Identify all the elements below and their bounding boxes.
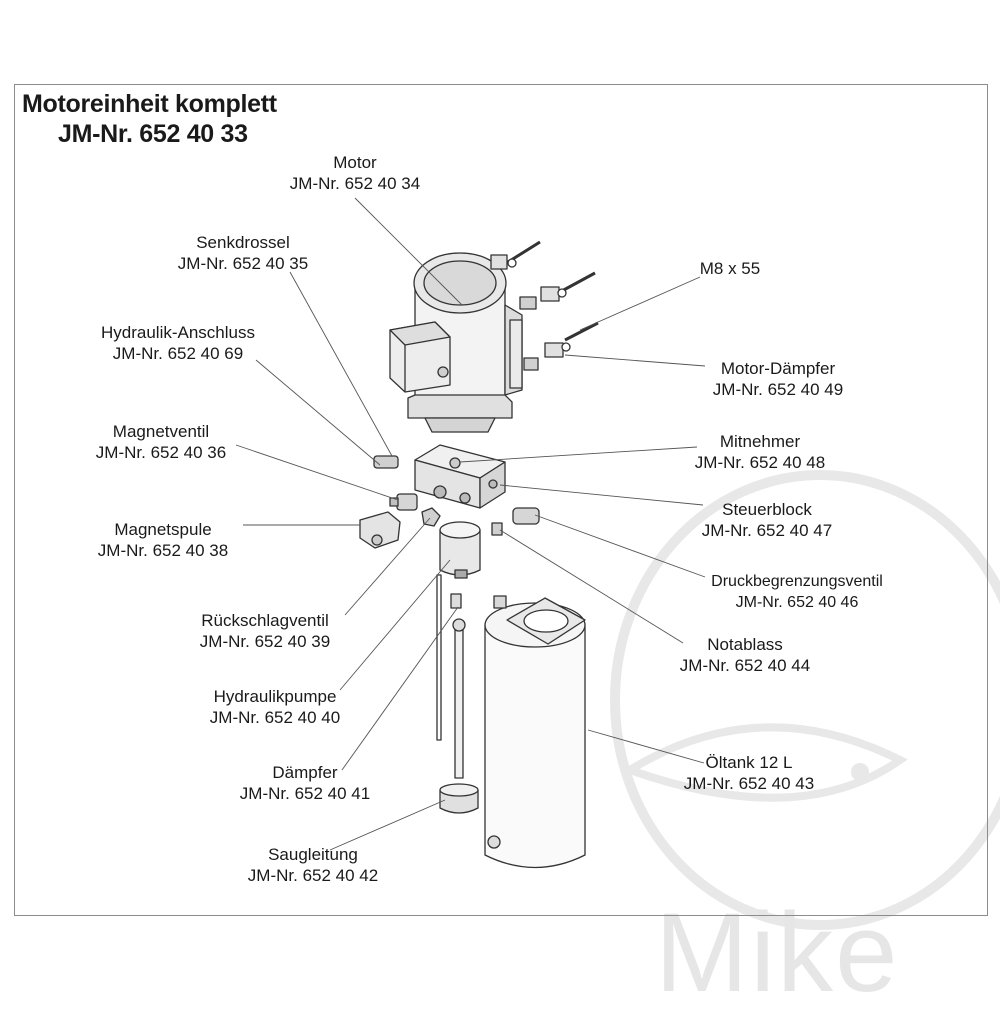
callout-steuerblock: Steuerblock JM-Nr. 652 40 47 — [682, 499, 852, 541]
callout-motor-daempfer: Motor-Dämpfer JM-Nr. 652 40 49 — [693, 358, 863, 400]
callout-motor: Motor JM-Nr. 652 40 34 — [270, 152, 440, 194]
callout-name: Senkdrossel — [196, 233, 290, 252]
callout-name: Motor-Dämpfer — [720, 359, 836, 378]
motor-part — [389, 252, 523, 433]
callout-number: JM-Nr. 652 40 69 — [112, 344, 244, 363]
rueckschlagventil-part — [421, 507, 441, 527]
callout-number: JM-Nr. 652 40 35 — [177, 254, 309, 273]
magnetventil-part — [389, 493, 418, 511]
callout-number: JM-Nr. 652 40 44 — [679, 656, 811, 675]
callout-saugleitung: Saugleitung JM-Nr. 652 40 42 — [228, 844, 398, 886]
callout-number: JM-Nr. 652 40 46 — [735, 594, 859, 611]
callout-senkdrossel: Senkdrossel JM-Nr. 652 40 35 — [158, 232, 328, 274]
callout-notablass: Notablass JM-Nr. 652 40 44 — [660, 634, 830, 676]
callout-name: Notablass — [707, 635, 783, 654]
callout-name: Druckbegrenzungsventil — [711, 573, 883, 590]
page-title-line1: Motoreinheit komplett — [22, 90, 277, 118]
callout-number: JM-Nr. 652 40 39 — [199, 632, 331, 651]
callout-name: Hydraulik-Anschluss — [101, 323, 255, 342]
callout-number: JM-Nr. 652 40 48 — [694, 453, 826, 472]
callout-number: JM-Nr. 652 40 47 — [701, 521, 833, 540]
magnetspule-part — [359, 511, 401, 549]
callout-druckbegrenzungsventil: Druckbegrenzungsventil JM-Nr. 652 40 46 — [692, 571, 902, 613]
bolt-part — [490, 240, 599, 371]
druckbegrenzungsventil-part — [512, 507, 540, 525]
hydraulik-anschluss-part — [373, 455, 399, 469]
daempfer-part — [439, 783, 479, 814]
oeltank-part — [484, 595, 586, 869]
callout-number: JM-Nr. 652 40 49 — [712, 380, 844, 399]
callout-number: JM-Nr. 652 40 34 — [289, 174, 421, 193]
page-title-line2: JM-Nr. 652 40 33 — [58, 120, 248, 148]
hydraulikpumpe-part — [439, 521, 481, 579]
callout-number: JM-Nr. 652 40 43 — [683, 774, 815, 793]
callout-name: Steuerblock — [722, 500, 812, 519]
watermark-text: Mike — [655, 890, 900, 1015]
callout-name: M8 x 55 — [699, 259, 761, 278]
callout-hydraulikpumpe: Hydraulikpumpe JM-Nr. 652 40 40 — [190, 686, 360, 728]
steuerblock-part — [414, 444, 506, 509]
callout-magnetventil: Magnetventil JM-Nr. 652 40 36 — [76, 421, 246, 463]
notablass-part — [491, 522, 503, 536]
callout-oeltank: Öltank 12 L JM-Nr. 652 40 43 — [664, 752, 834, 794]
callout-magnetspule: Magnetspule JM-Nr. 652 40 38 — [78, 519, 248, 561]
callout-name: Magnetspule — [114, 520, 212, 539]
callout-number: JM-Nr. 652 40 38 — [97, 541, 229, 560]
callout-mitnehmer: Mitnehmer JM-Nr. 652 40 48 — [675, 431, 845, 473]
callout-name: Rückschlagventil — [201, 611, 329, 630]
callout-number: JM-Nr. 652 40 42 — [247, 866, 379, 885]
callout-name: Hydraulikpumpe — [213, 687, 337, 706]
callout-number: JM-Nr. 652 40 36 — [95, 443, 227, 462]
callout-number: JM-Nr. 652 40 41 — [239, 784, 371, 803]
drawing-frame — [14, 84, 988, 916]
callout-name: Magnetventil — [112, 422, 210, 441]
callout-m8x55: M8 x 55 — [680, 258, 780, 279]
callout-name: Dämpfer — [272, 763, 338, 782]
callout-number: JM-Nr. 652 40 40 — [209, 708, 341, 727]
callout-name: Saugleitung — [268, 845, 358, 864]
callout-name: Motor — [333, 153, 377, 172]
callout-name: Öltank 12 L — [705, 753, 793, 772]
callout-rueckschlagventil: Rückschlagventil JM-Nr. 652 40 39 — [180, 610, 350, 652]
callout-hydraulik-anschluss: Hydraulik-Anschluss JM-Nr. 652 40 69 — [88, 322, 268, 364]
callout-daempfer: Dämpfer JM-Nr. 652 40 41 — [220, 762, 390, 804]
callout-name: Mitnehmer — [719, 432, 801, 451]
saugleitung-part — [436, 574, 466, 779]
leader-lines — [235, 197, 706, 851]
